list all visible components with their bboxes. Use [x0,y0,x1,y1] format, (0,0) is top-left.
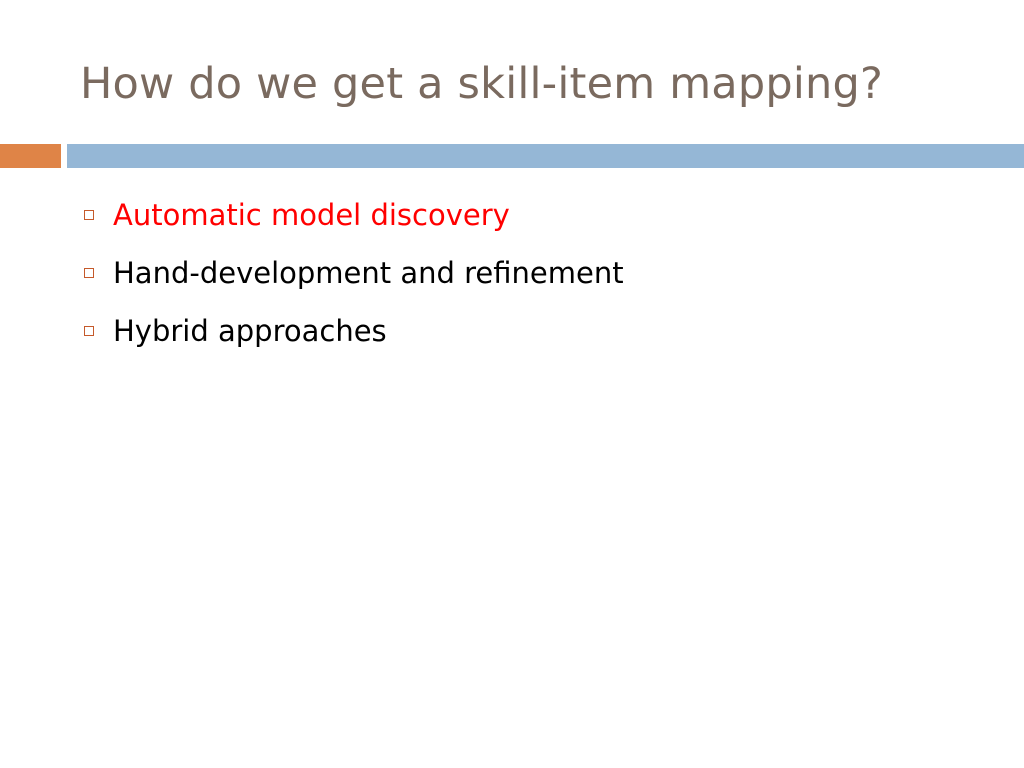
bullet-text-hybrid-approaches: Hybrid approaches [113,314,387,348]
title-accent-bar [0,144,61,168]
square-bullet-icon [84,210,94,220]
bullet-text-automatic-model-discovery: Automatic model discovery [113,198,510,232]
bullet-list: Automatic model discovery Hand-developme… [84,186,984,360]
bullet-text-hand-development: Hand-development and refinement [113,256,624,290]
bullet-item: Hybrid approaches [84,302,984,360]
title-rule-bar [67,144,1024,168]
bullet-item: Automatic model discovery [84,186,984,244]
bullet-item: Hand-development and refinement [84,244,984,302]
square-bullet-icon [84,326,94,336]
square-bullet-icon [84,268,94,278]
slide-title: How do we get a skill-item mapping? [80,59,883,109]
